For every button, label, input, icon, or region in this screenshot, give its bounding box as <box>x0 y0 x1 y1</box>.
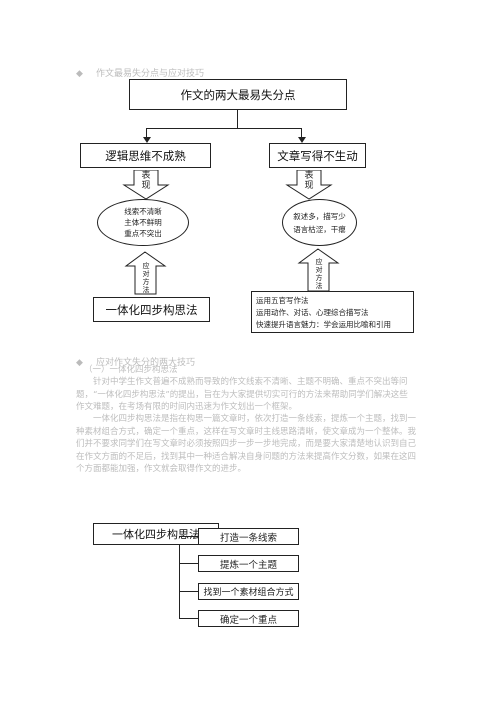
right-methods-box: 运用五官写作法 运用动作、对话、心理综合描写法 快速提升语言魅力：学会运用比喻和… <box>251 291 414 333</box>
right-title-box: 文章写得不生动 <box>269 143 366 168</box>
symptom-item: 线索不清晰 <box>124 207 162 216</box>
section1-heading-text: 作文最易失分点与应对技巧 <box>96 69 205 79</box>
connector-top-vertical <box>237 110 238 128</box>
arrow-down-left-icon <box>143 137 151 143</box>
step-box-material: 找到一个素材组合方式 <box>198 583 299 600</box>
arrow-down-right-icon <box>298 137 306 143</box>
left-up-arrow-icon <box>124 251 167 295</box>
left-arrow-label: 表 现 <box>141 171 151 191</box>
diamond-bullet-icon: ◆ <box>76 69 83 79</box>
right-down-arrow-icon <box>285 170 333 200</box>
section2-heading-text: 应对作文失分的两大技巧 <box>96 358 196 368</box>
left-method-box: 一体化四步构思法 <box>93 297 210 322</box>
method-item: 运用五官写作法 <box>256 296 309 305</box>
symptom-item: 语言枯涩，干瘪 <box>293 224 346 234</box>
left-symptoms-ellipse: 线索不清晰 主体不鲜明 重点不突出 <box>97 199 189 246</box>
connector-right-drop <box>301 128 302 139</box>
branch-line <box>179 536 198 537</box>
section2-heading: ◆ 应对作文失分的两大技巧 <box>76 350 195 370</box>
method-item: 快速提升语言魅力：学会运用比喻和引用 <box>256 320 391 329</box>
four-step-trunk <box>179 545 180 618</box>
symptom-item: 叙述多，描写少 <box>293 211 346 221</box>
symptom-item: 重点不突出 <box>124 229 162 238</box>
diagram-top-box: 作文的两大最易失分点 <box>129 79 347 110</box>
method-item: 运用动作、对话、心理综合描写法 <box>256 308 369 317</box>
left-title-box: 逻辑思维不成熟 <box>80 143 211 168</box>
branch-line <box>179 618 198 619</box>
branch-line <box>179 591 198 592</box>
symptom-item: 主体不鲜明 <box>124 218 162 227</box>
step-box-theme: 提炼一个主题 <box>198 555 299 572</box>
right-arrow-label: 表 现 <box>304 171 314 191</box>
connector-left-drop <box>146 128 147 139</box>
section2-paragraph-2: 一体化四步构思法是指在构思一篇文章时，依次打造一条线索，提炼一个主题，找到一种素… <box>76 414 417 474</box>
section2-paragraph-1: 针对中学生作文普遍不成熟而导致的作文线索不清晰、主题不明确、重点不突出等问题，“… <box>76 377 408 412</box>
branch-line <box>179 563 198 564</box>
section1-heading: ◆ 作文最易失分点与应对技巧 <box>76 61 204 81</box>
connector-horizontal <box>146 128 302 129</box>
right-symptoms-ellipse: 叙述多，描写少 语言枯涩，干瘪 <box>282 199 357 246</box>
four-step-root-box: 一体化四步构思法 <box>93 523 219 545</box>
diamond-bullet-icon: ◆ <box>76 358 83 368</box>
step-box-clue: 打造一条线索 <box>198 528 299 545</box>
section2-subheading: （一）一体化四步构思法 <box>84 365 178 375</box>
left-down-arrow-icon <box>122 170 170 200</box>
step-box-focus: 确定一个重点 <box>198 610 299 627</box>
right-up-arrow-label: 应 对 方 法 <box>315 258 323 290</box>
left-up-arrow-label: 应 对 方 法 <box>142 262 150 294</box>
